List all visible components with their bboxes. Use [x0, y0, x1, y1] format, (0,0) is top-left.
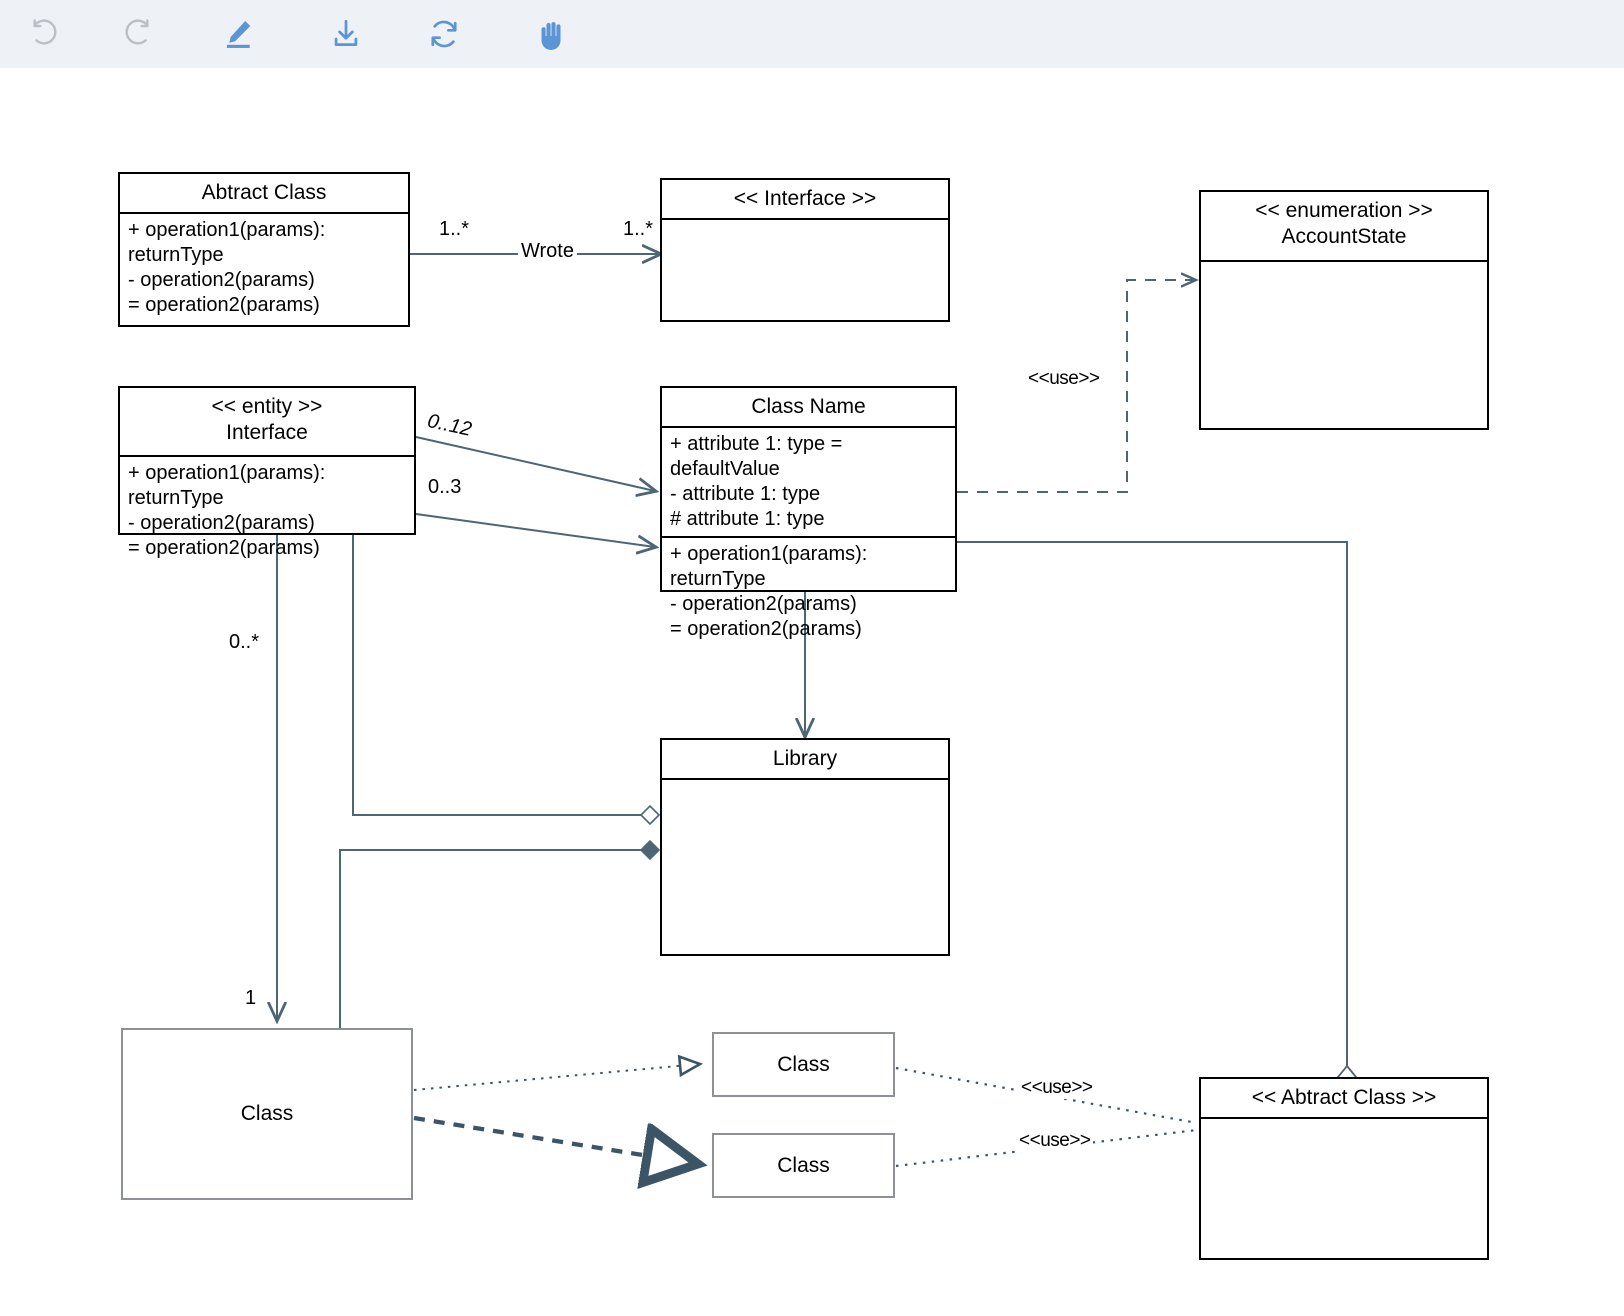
- stereotype-label: << entity >>: [211, 395, 323, 418]
- diagram-canvas[interactable]: Abtract Class + operation1(params): retu…: [0, 68, 1624, 1316]
- label-wrote-target-mult: 1..*: [623, 218, 654, 240]
- label-use-enumeration: <<use>>: [1028, 368, 1100, 389]
- node-title: << entity >> Interface: [120, 388, 414, 457]
- label-use-abstract-1: <<use>>: [1019, 1077, 1095, 1099]
- redo-button[interactable]: [110, 8, 162, 60]
- edge-class-library-composition[interactable]: [339, 839, 661, 1028]
- node-entity[interactable]: << entity >> Interface + operation1(para…: [118, 386, 416, 559]
- edge-entity-library-aggregation[interactable]: [352, 535, 661, 826]
- pencil-icon: [220, 16, 256, 52]
- node-title: << Interface >>: [662, 180, 948, 220]
- node-class-small-1[interactable]: Class: [712, 1032, 895, 1097]
- node-operations: + operation1(params): returnType - opera…: [662, 538, 955, 646]
- node-body: [1201, 262, 1487, 432]
- node-title: Class: [777, 1052, 830, 1076]
- member-row: - operation2(params): [128, 269, 315, 291]
- node-title: Class Name: [662, 388, 955, 428]
- edge-class-to-class2-realization[interactable]: [413, 1115, 698, 1164]
- label-entity-operations-mult: 0..3: [428, 476, 462, 498]
- operation-row: - operation2(params): [670, 593, 857, 615]
- label-wrote-source-mult: 1..*: [439, 218, 470, 240]
- pencil-button[interactable]: [212, 8, 264, 60]
- redo-icon: [119, 17, 153, 51]
- node-class-small-2[interactable]: Class: [712, 1133, 895, 1198]
- node-title: Class: [240, 1102, 294, 1125]
- attribute-row: + attribute 1: type = defaultValue: [670, 433, 843, 480]
- node-title: Abtract Class: [120, 174, 408, 214]
- node-members: + operation1(params): returnType - opera…: [120, 214, 408, 322]
- refresh-button[interactable]: [418, 8, 470, 60]
- label-entity-attributes-mult: 0..12: [425, 410, 474, 441]
- label-entity-class-top-mult: 0..*: [229, 631, 260, 653]
- undo-icon: [29, 17, 63, 51]
- refresh-icon: [427, 17, 461, 51]
- node-title: Class: [777, 1153, 830, 1177]
- hand-button[interactable]: [526, 8, 578, 60]
- label-use-abstract-2: <<use>>: [1017, 1130, 1093, 1152]
- operation-row: = operation2(params): [670, 618, 862, 640]
- edge-entity-operations[interactable]: [415, 513, 655, 547]
- node-body: [662, 780, 948, 952]
- node-attributes: + attribute 1: type = defaultValue - att…: [662, 428, 955, 538]
- edge-class-to-class1-realization[interactable]: [413, 1054, 704, 1091]
- node-title: Library: [662, 740, 948, 780]
- download-icon: [329, 17, 363, 51]
- node-enumeration[interactable]: << enumeration >> AccountState: [1199, 190, 1489, 430]
- attribute-row: # attribute 1: type: [670, 508, 825, 530]
- member-row: = operation2(params): [128, 537, 320, 559]
- node-members: + operation1(params): returnType - opera…: [120, 457, 414, 565]
- entity-name: Interface: [226, 421, 308, 444]
- undo-button[interactable]: [20, 8, 72, 60]
- hand-icon: [535, 17, 569, 51]
- enumeration-name: AccountState: [1281, 225, 1407, 248]
- node-title: << Abtract Class >>: [1201, 1079, 1487, 1119]
- node-body: [1201, 1119, 1487, 1254]
- member-row: - operation2(params): [128, 512, 315, 534]
- stereotype-label: << enumeration >>: [1255, 199, 1433, 222]
- member-row: + operation1(params): returnType: [128, 462, 326, 509]
- node-class-big[interactable]: Class: [121, 1028, 413, 1200]
- operation-row: + operation1(params): returnType: [670, 543, 868, 590]
- member-row: + operation1(params): returnType: [128, 219, 326, 266]
- node-title: << enumeration >> AccountState: [1201, 192, 1487, 262]
- label-wrote: Wrote: [518, 240, 577, 263]
- node-body: [662, 220, 948, 320]
- download-button[interactable]: [320, 8, 372, 60]
- attribute-row: - attribute 1: type: [670, 483, 821, 505]
- member-row: = operation2(params): [128, 294, 320, 316]
- node-interface[interactable]: << Interface >>: [660, 178, 950, 322]
- node-class-name[interactable]: Class Name + attribute 1: type = default…: [660, 386, 957, 640]
- node-library[interactable]: Library: [660, 738, 950, 956]
- label-entity-class-bottom-mult: 1: [245, 987, 257, 1009]
- node-abstract-class-stereotype[interactable]: << Abtract Class >>: [1199, 1077, 1489, 1260]
- node-abstract-class[interactable]: Abtract Class + operation1(params): retu…: [118, 172, 410, 327]
- toolbar: [0, 0, 1624, 69]
- edge-classname-abstractclass-aggregation[interactable]: [957, 541, 1358, 1090]
